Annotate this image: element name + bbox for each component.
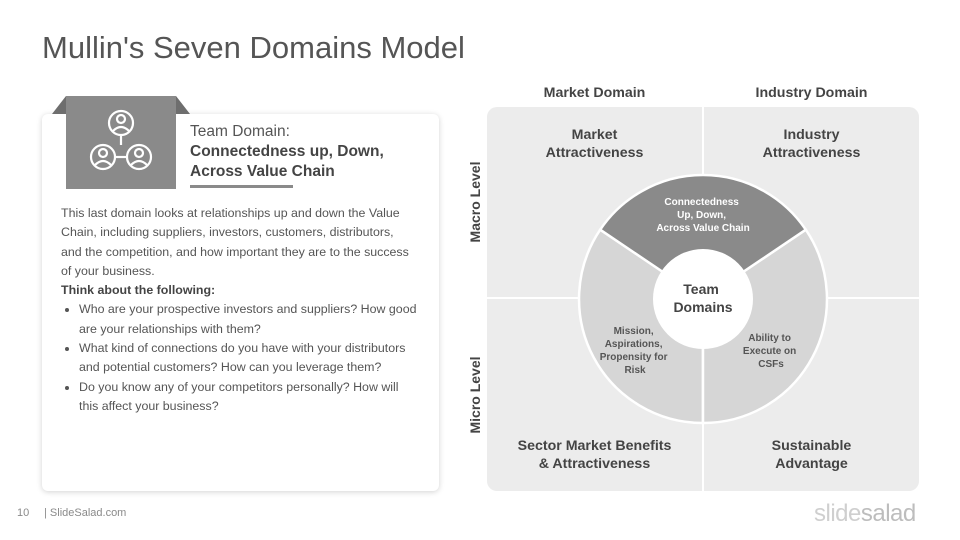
center-label: Team Domains — [673, 281, 732, 315]
list-item: Do you know any of your competitors pers… — [79, 378, 417, 417]
question-list: Who are your prospective investors and s… — [61, 300, 417, 416]
segment-top — [598, 173, 808, 301]
list-item: Who are your prospective investors and s… — [79, 300, 417, 339]
page-title: Mullin's Seven Domains Model — [42, 30, 465, 65]
card-subtitle: Team Domain: — [190, 123, 290, 140]
icon-ribbon — [66, 96, 176, 189]
ribbon-fold-right — [176, 96, 190, 114]
segment-right — [701, 227, 829, 425]
footer-site: | SlideSalad.com — [44, 507, 127, 519]
page-number: 10 — [17, 507, 30, 519]
center-hub — [653, 249, 753, 349]
heading-underline — [190, 185, 293, 188]
quadrant-bottom-left: Sector Market Benefits& Attractiveness — [517, 438, 672, 472]
ribbon-fold-left — [52, 96, 66, 114]
segment-right-label: Ability to Execute on CSFs — [743, 333, 799, 370]
think-label: Think about the following: — [61, 283, 216, 298]
row-label-macro: Macro Level — [467, 161, 483, 243]
segment-top-label: Connectedness Up, Down, Across Value Cha… — [656, 197, 749, 234]
segment-left — [577, 227, 705, 425]
column-label-market: Market Domain — [543, 85, 646, 101]
column-label-industry: Industry Domain — [755, 85, 868, 101]
brand-logo: slidesalad — [814, 500, 916, 527]
list-item: What kind of connections do you have wit… — [79, 339, 417, 378]
intro-paragraph: This last domain looks at relationships … — [61, 206, 409, 278]
segment-left-label: Mission, Aspirations, Propensity for Ris… — [600, 326, 671, 376]
row-label-micro: Micro Level — [467, 356, 483, 434]
card-body: This last domain looks at relationships … — [61, 204, 417, 416]
team-network-icon — [89, 109, 153, 171]
domain-wheel: Team Domains Connectedness Up, Down, Acr… — [577, 173, 829, 425]
card-heading: Connectedness up, Down, Across Value Cha… — [190, 143, 384, 180]
